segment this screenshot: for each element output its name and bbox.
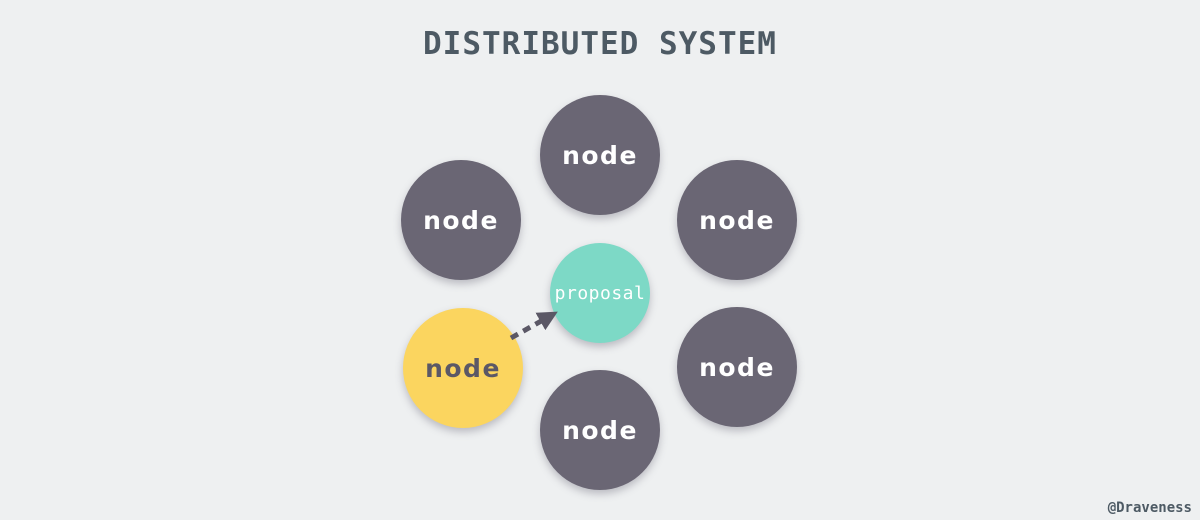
proposal-label: proposal	[554, 282, 646, 304]
node-circle-lower-right: node	[677, 307, 797, 427]
node-label: node	[699, 352, 775, 382]
node-circle-upper-right: node	[677, 160, 797, 280]
watermark: @Draveness	[1107, 500, 1192, 516]
node-circle-lower-left-highlighted: node	[403, 308, 523, 428]
node-circle-top: node	[540, 95, 660, 215]
node-label: node	[562, 140, 638, 170]
diagram-title: DISTRIBUTED SYSTEM	[423, 26, 777, 62]
node-circle-upper-left: node	[401, 160, 521, 280]
dashed-arrow-line	[509, 311, 558, 341]
node-circle-bottom: node	[540, 370, 660, 490]
proposal-circle: proposal	[550, 243, 650, 343]
node-label: node	[562, 415, 638, 445]
node-label: node	[425, 353, 501, 383]
node-label: node	[423, 205, 499, 235]
node-label: node	[699, 205, 775, 235]
